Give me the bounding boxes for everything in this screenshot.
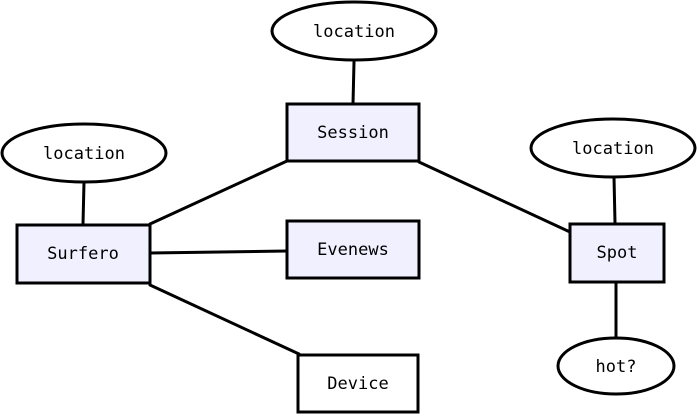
entity-evenews-label: Evenews [317, 240, 389, 260]
entity-spot-label: Spot [597, 243, 638, 263]
attribute-spot-hot: hot? [556, 336, 676, 396]
attribute-session-location: location [270, 0, 438, 62]
entity-surfero-box [15, 223, 152, 285]
entity-session-box [285, 102, 421, 163]
edge-surfero-location [81, 180, 86, 226]
attribute-spot-location-label: location [572, 139, 654, 159]
edge-session-location [351, 60, 356, 106]
entity-surfero-label: Surfero [47, 244, 119, 264]
attribute-session-location-label: location [313, 22, 395, 42]
entity-evenews-box [285, 219, 421, 280]
entity-evenews: Evenews [285, 219, 421, 280]
connectors [81, 60, 618, 356]
entity-device-label: Device [327, 374, 388, 394]
edge-session-spot [417, 160, 572, 234]
entity-session-label: Session [317, 123, 389, 143]
edge-surfero-device [148, 283, 301, 356]
attribute-surfero-location: location [0, 122, 168, 184]
entity-spot: Spot [568, 222, 666, 284]
entity-session: Session [285, 102, 421, 163]
entity-device-box [296, 353, 420, 414]
edge-surfero-session [148, 159, 289, 226]
entity-surfero: Surfero [15, 223, 152, 285]
entity-device: Device [296, 353, 420, 414]
edge-spot-location [612, 175, 617, 225]
entity-spot-box [568, 222, 666, 284]
attribute-surfero-location-label: location [43, 144, 125, 164]
attribute-spot-location: location [529, 117, 697, 179]
attribute-spot-hot-label: hot? [596, 357, 637, 377]
edge-surfero-evenews [148, 249, 289, 255]
